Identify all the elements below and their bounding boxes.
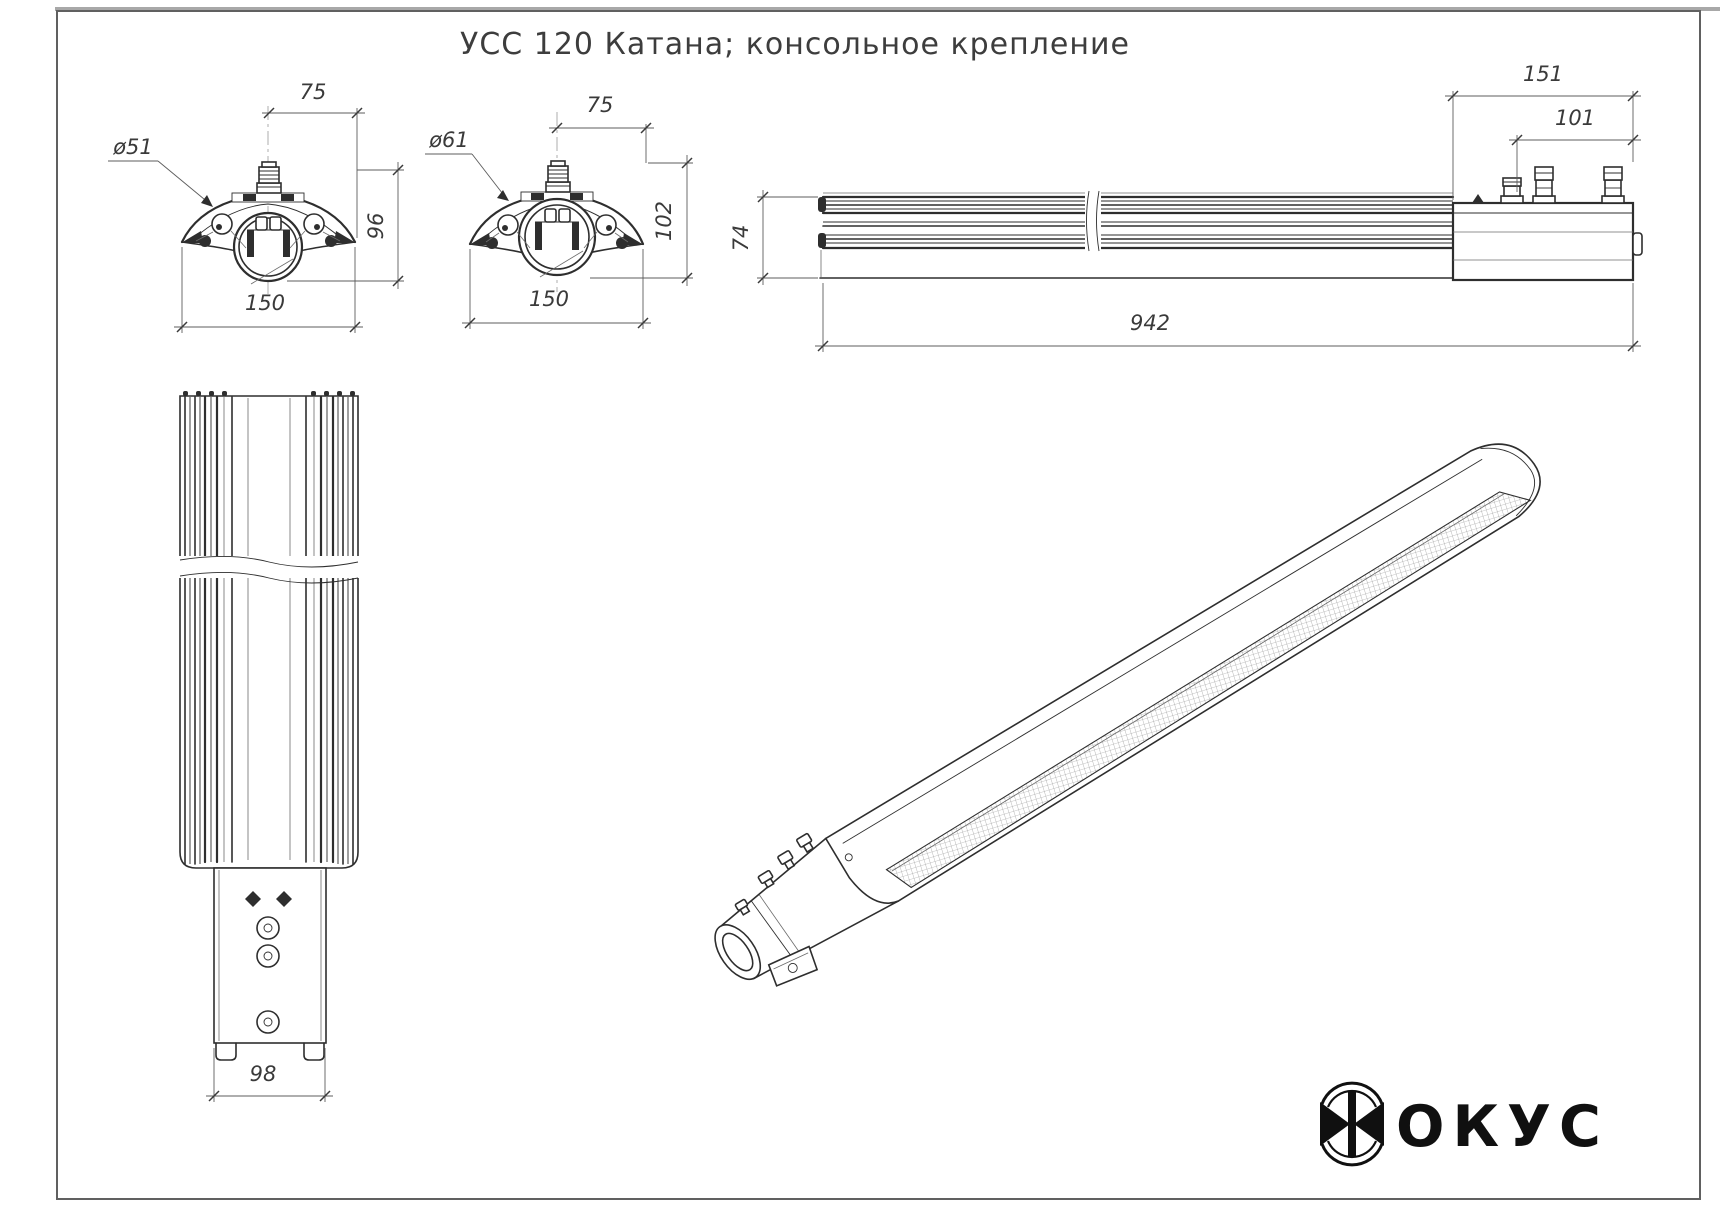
dim-side-bolt-span: 101 [1555, 106, 1595, 130]
rib-nubs [183, 391, 355, 396]
bracket-bolt-2 [1532, 166, 1556, 204]
dim-a-width: 150 [245, 291, 285, 315]
front-view: 98 [178, 391, 360, 1102]
dim-side-bracket-length: 151 [1523, 62, 1563, 86]
drawing-frame [56, 10, 1701, 1200]
dim-a-top-width: 75 [300, 80, 327, 104]
dim-a-clamp-diameter: ø51 [112, 135, 153, 159]
fokus-logo: ОКУС [1320, 1081, 1609, 1167]
bracket-bolt-3 [1601, 166, 1625, 204]
side-view: 151 101 74 942 [729, 62, 1643, 352]
dim-b-width: 150 [529, 287, 569, 311]
fokus-logo-wordmark: ОКУС [1396, 1094, 1609, 1160]
dim-front-bracket-width: 98 [250, 1062, 277, 1086]
led-lens-array [885, 491, 1532, 889]
dim-side-height: 74 [729, 225, 753, 252]
dim-side-total-length: 942 [1130, 311, 1170, 335]
drawing-title: УСС 120 Катана; консольное крепление [460, 27, 1130, 62]
cross-section-view-a: 75 ø51 96 150 [108, 80, 404, 333]
fokus-logo-icon [1320, 1081, 1384, 1167]
iso-clamp-tab [767, 945, 819, 987]
isometric-view [714, 443, 1541, 987]
profile-ribs [184, 395, 354, 865]
cross-section-view-b: 75 ø61 102 150 [425, 93, 693, 329]
bracket-bolt-1 [1500, 177, 1524, 204]
dim-b-height: 102 [652, 201, 676, 241]
dim-b-clamp-diameter: ø61 [428, 128, 469, 152]
dim-b-top-width: 75 [587, 93, 614, 117]
pipe-socket [714, 924, 762, 981]
dim-a-height: 96 [364, 213, 388, 240]
iso-bolts [734, 832, 853, 916]
